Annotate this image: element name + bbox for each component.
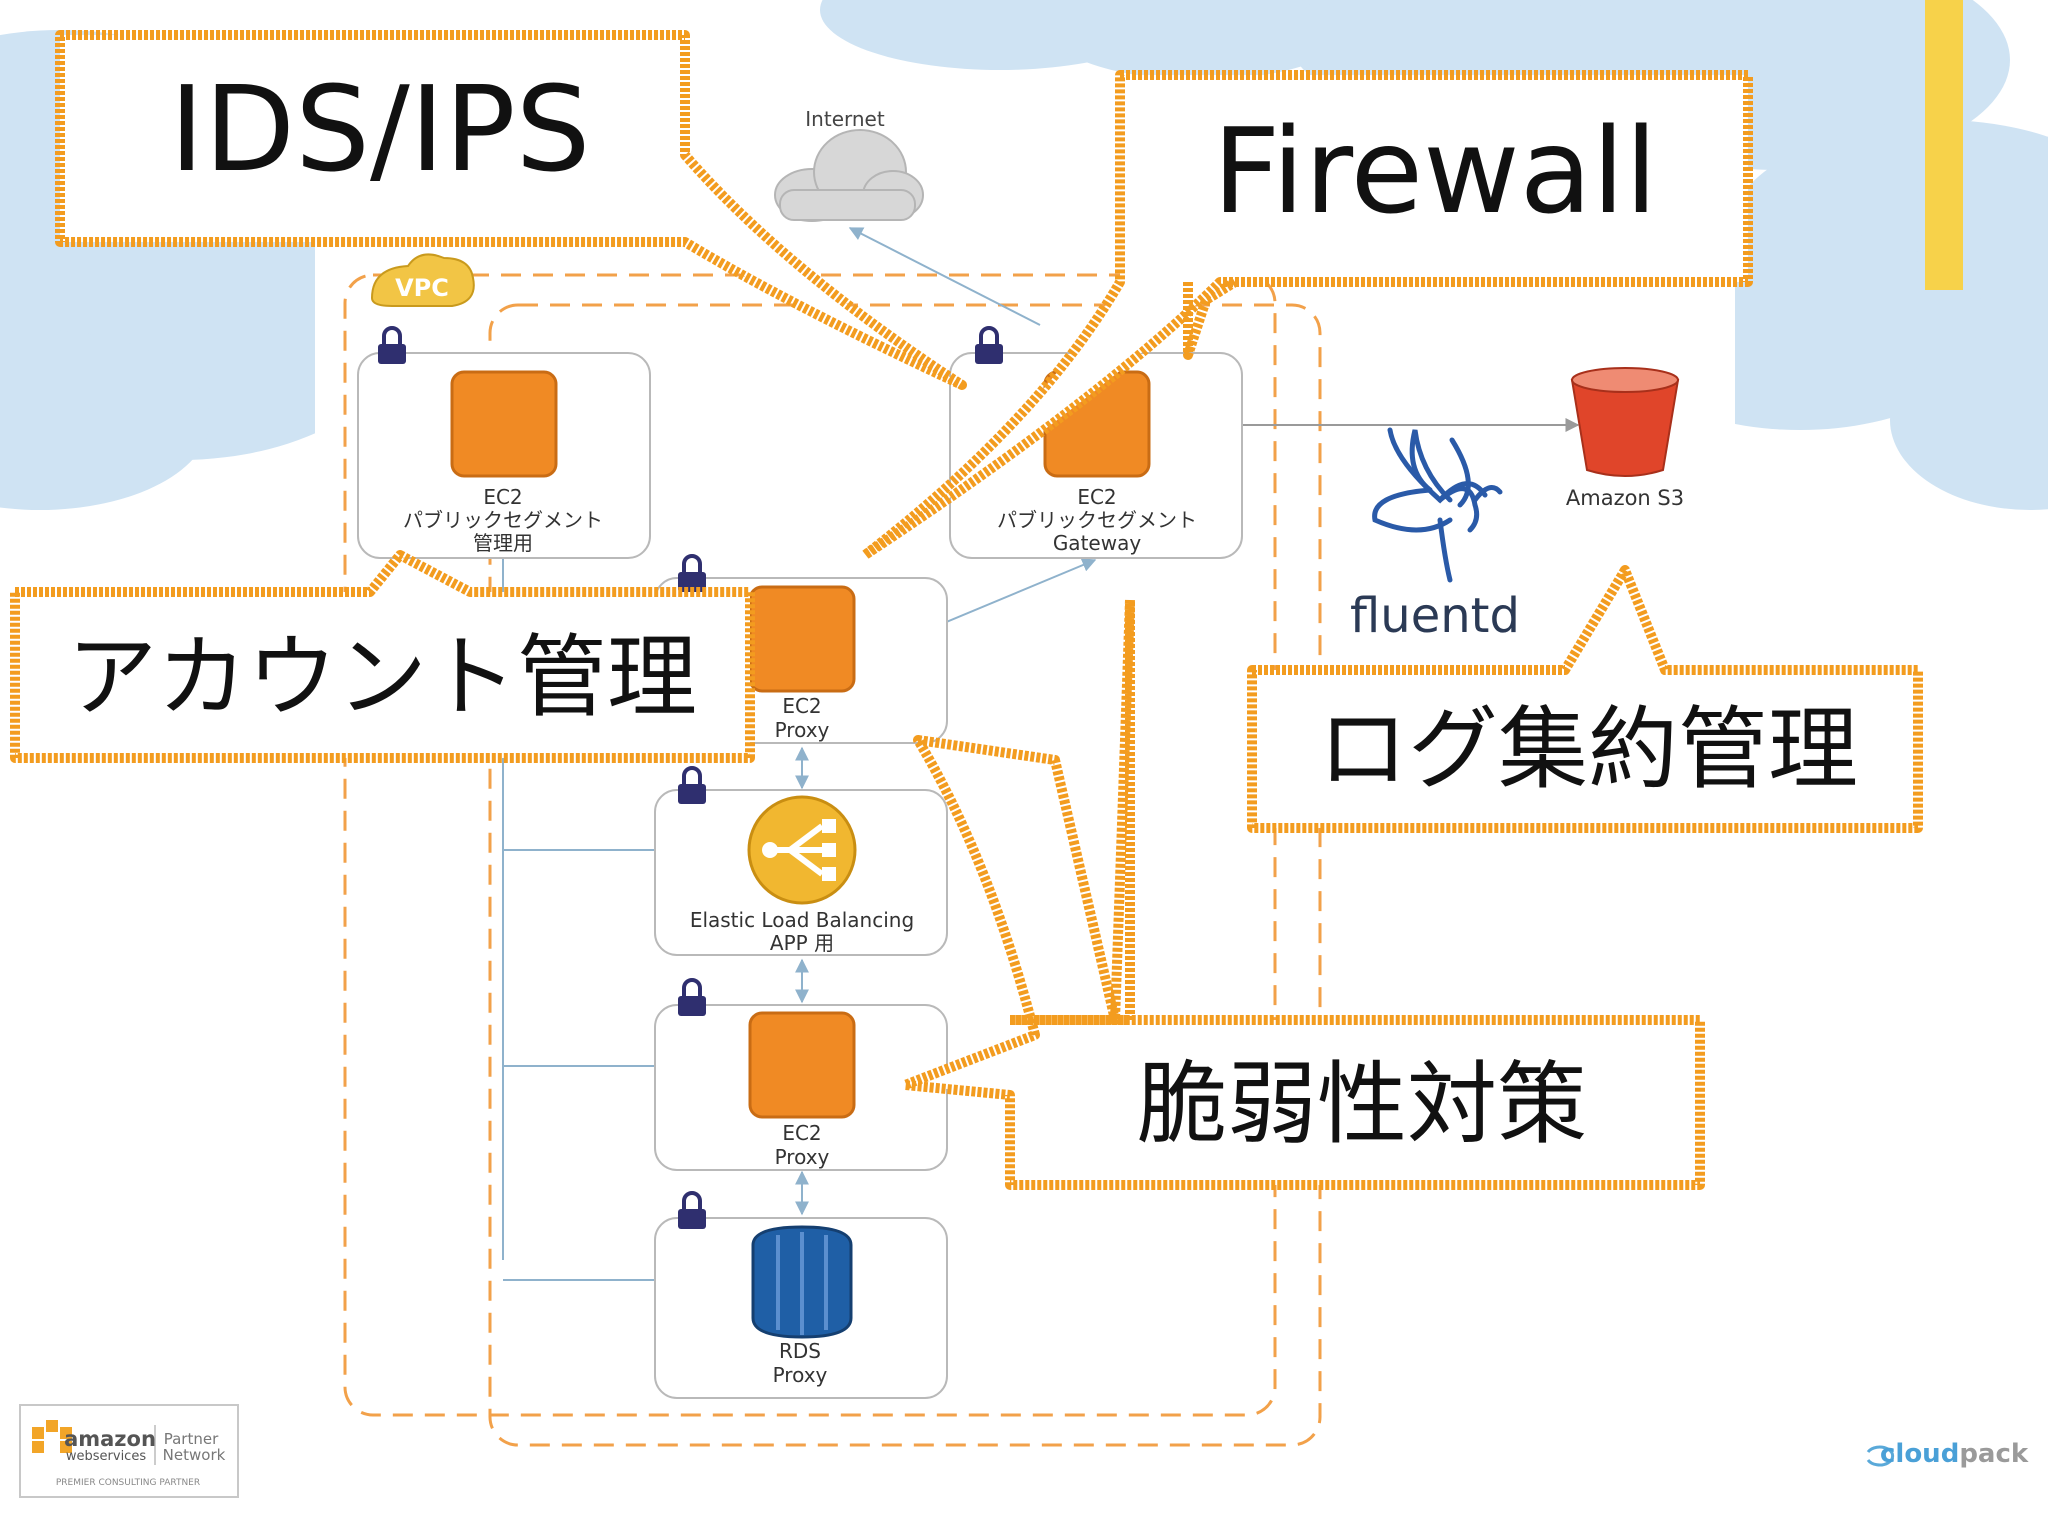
vpc-boundary: VPC bbox=[343, 253, 1322, 1447]
lock-icon bbox=[378, 326, 406, 364]
aws-sub-text: webservices bbox=[66, 1449, 146, 1464]
vpc-label: VPC bbox=[395, 274, 449, 302]
elb-label-2: APP 用 bbox=[770, 931, 834, 955]
ec2-proxy-mid-node: EC2 Proxy bbox=[748, 1011, 856, 1169]
lock-icon bbox=[975, 326, 1003, 364]
partner-tag: PREMIER CONSULTING PARTNER bbox=[56, 1478, 200, 1488]
lock-icon bbox=[678, 978, 706, 1016]
rds-node: RDS Proxy bbox=[751, 1225, 853, 1387]
partner-line2: Network bbox=[163, 1446, 226, 1464]
callouts bbox=[10, 30, 1923, 1190]
load-balancer-icon bbox=[747, 795, 857, 905]
vpc-badge: VPC bbox=[370, 253, 475, 307]
internet-node: Internet bbox=[774, 107, 924, 222]
callout-account bbox=[10, 550, 755, 763]
callout-texts: IDS/IPS Firewall アカウント管理 ログ集約管理 脆弱性対策 bbox=[67, 60, 1858, 1157]
ec2-instance-icon bbox=[748, 585, 856, 693]
cloudpack-swirl-icon bbox=[1866, 1445, 1895, 1467]
lock-icon bbox=[678, 766, 706, 804]
ec2-proxy-mid-label-1: EC2 bbox=[782, 1121, 821, 1145]
database-icon bbox=[751, 1225, 853, 1339]
ec2-gateway-label-1: EC2 bbox=[1077, 485, 1116, 509]
internet-label: Internet bbox=[805, 107, 885, 131]
callout-vuln-text: 脆弱性対策 bbox=[1137, 1052, 1587, 1157]
ec2-proxy-top-node: EC2 Proxy bbox=[748, 585, 856, 742]
fluentd-node: fluentd bbox=[1350, 427, 1520, 644]
aws-partner-badge: amazon webservices Partner Network PREMI… bbox=[19, 1404, 239, 1498]
fluentd-bird-icon bbox=[1372, 427, 1503, 583]
callout-log bbox=[1247, 565, 1923, 833]
ec2-admin-label-2: パブリックセグメント bbox=[403, 508, 603, 532]
cloudpack-cloud-text: cloud bbox=[1880, 1439, 1959, 1469]
cloudpack-pack-text: pack bbox=[1959, 1439, 2029, 1469]
callout-log-text: ログ集約管理 bbox=[1318, 697, 1858, 802]
lock-icon bbox=[678, 1191, 706, 1229]
ec2-admin-label-1: EC2 bbox=[483, 485, 522, 509]
ec2-gateway-label-2: パブリックセグメント bbox=[997, 508, 1197, 532]
callout-ids-ips bbox=[55, 30, 967, 390]
callout-firewall bbox=[860, 70, 1753, 560]
rds-label-2: Proxy bbox=[773, 1363, 828, 1387]
cloudpack-logo: cloudpack bbox=[1866, 1439, 2029, 1469]
ec2-instance-icon bbox=[748, 1011, 856, 1119]
svg-text:cloudpack: cloudpack bbox=[1880, 1439, 2029, 1469]
ec2-proxy-top-label-2: Proxy bbox=[775, 718, 830, 742]
s3-node: Amazon S3 bbox=[1566, 367, 1684, 510]
connector-gateway-internet bbox=[848, 227, 1041, 326]
elb-node: Elastic Load Balancing APP 用 bbox=[690, 795, 914, 955]
rds-label-1: RDS bbox=[779, 1339, 821, 1363]
aws-brand-text: amazon bbox=[64, 1427, 156, 1451]
ec2-proxy-mid-label-2: Proxy bbox=[775, 1145, 830, 1169]
ec2-proxy-top-label-1: EC2 bbox=[782, 694, 821, 718]
fluentd-label: fluentd bbox=[1350, 588, 1520, 644]
elb-label-1: Elastic Load Balancing bbox=[690, 908, 914, 932]
partner-line1: Partner bbox=[164, 1430, 219, 1448]
aws-cubes-icon bbox=[32, 1420, 72, 1453]
ec2-admin-node: EC2 パブリックセグメント 管理用 bbox=[403, 370, 603, 555]
callout-account-text: アカウント管理 bbox=[67, 625, 697, 730]
ec2-instance-icon bbox=[450, 370, 558, 478]
ec2-admin-label-3: 管理用 bbox=[473, 531, 533, 555]
internet-cloud-icon bbox=[774, 129, 924, 222]
s3-bucket-icon bbox=[1570, 367, 1680, 477]
s3-label: Amazon S3 bbox=[1566, 486, 1684, 510]
callout-ids-ips-text: IDS/IPS bbox=[169, 60, 590, 198]
callout-vuln bbox=[900, 595, 1705, 1190]
callout-firewall-text: Firewall bbox=[1213, 102, 1658, 240]
ec2-gateway-label-3: Gateway bbox=[1053, 531, 1142, 555]
